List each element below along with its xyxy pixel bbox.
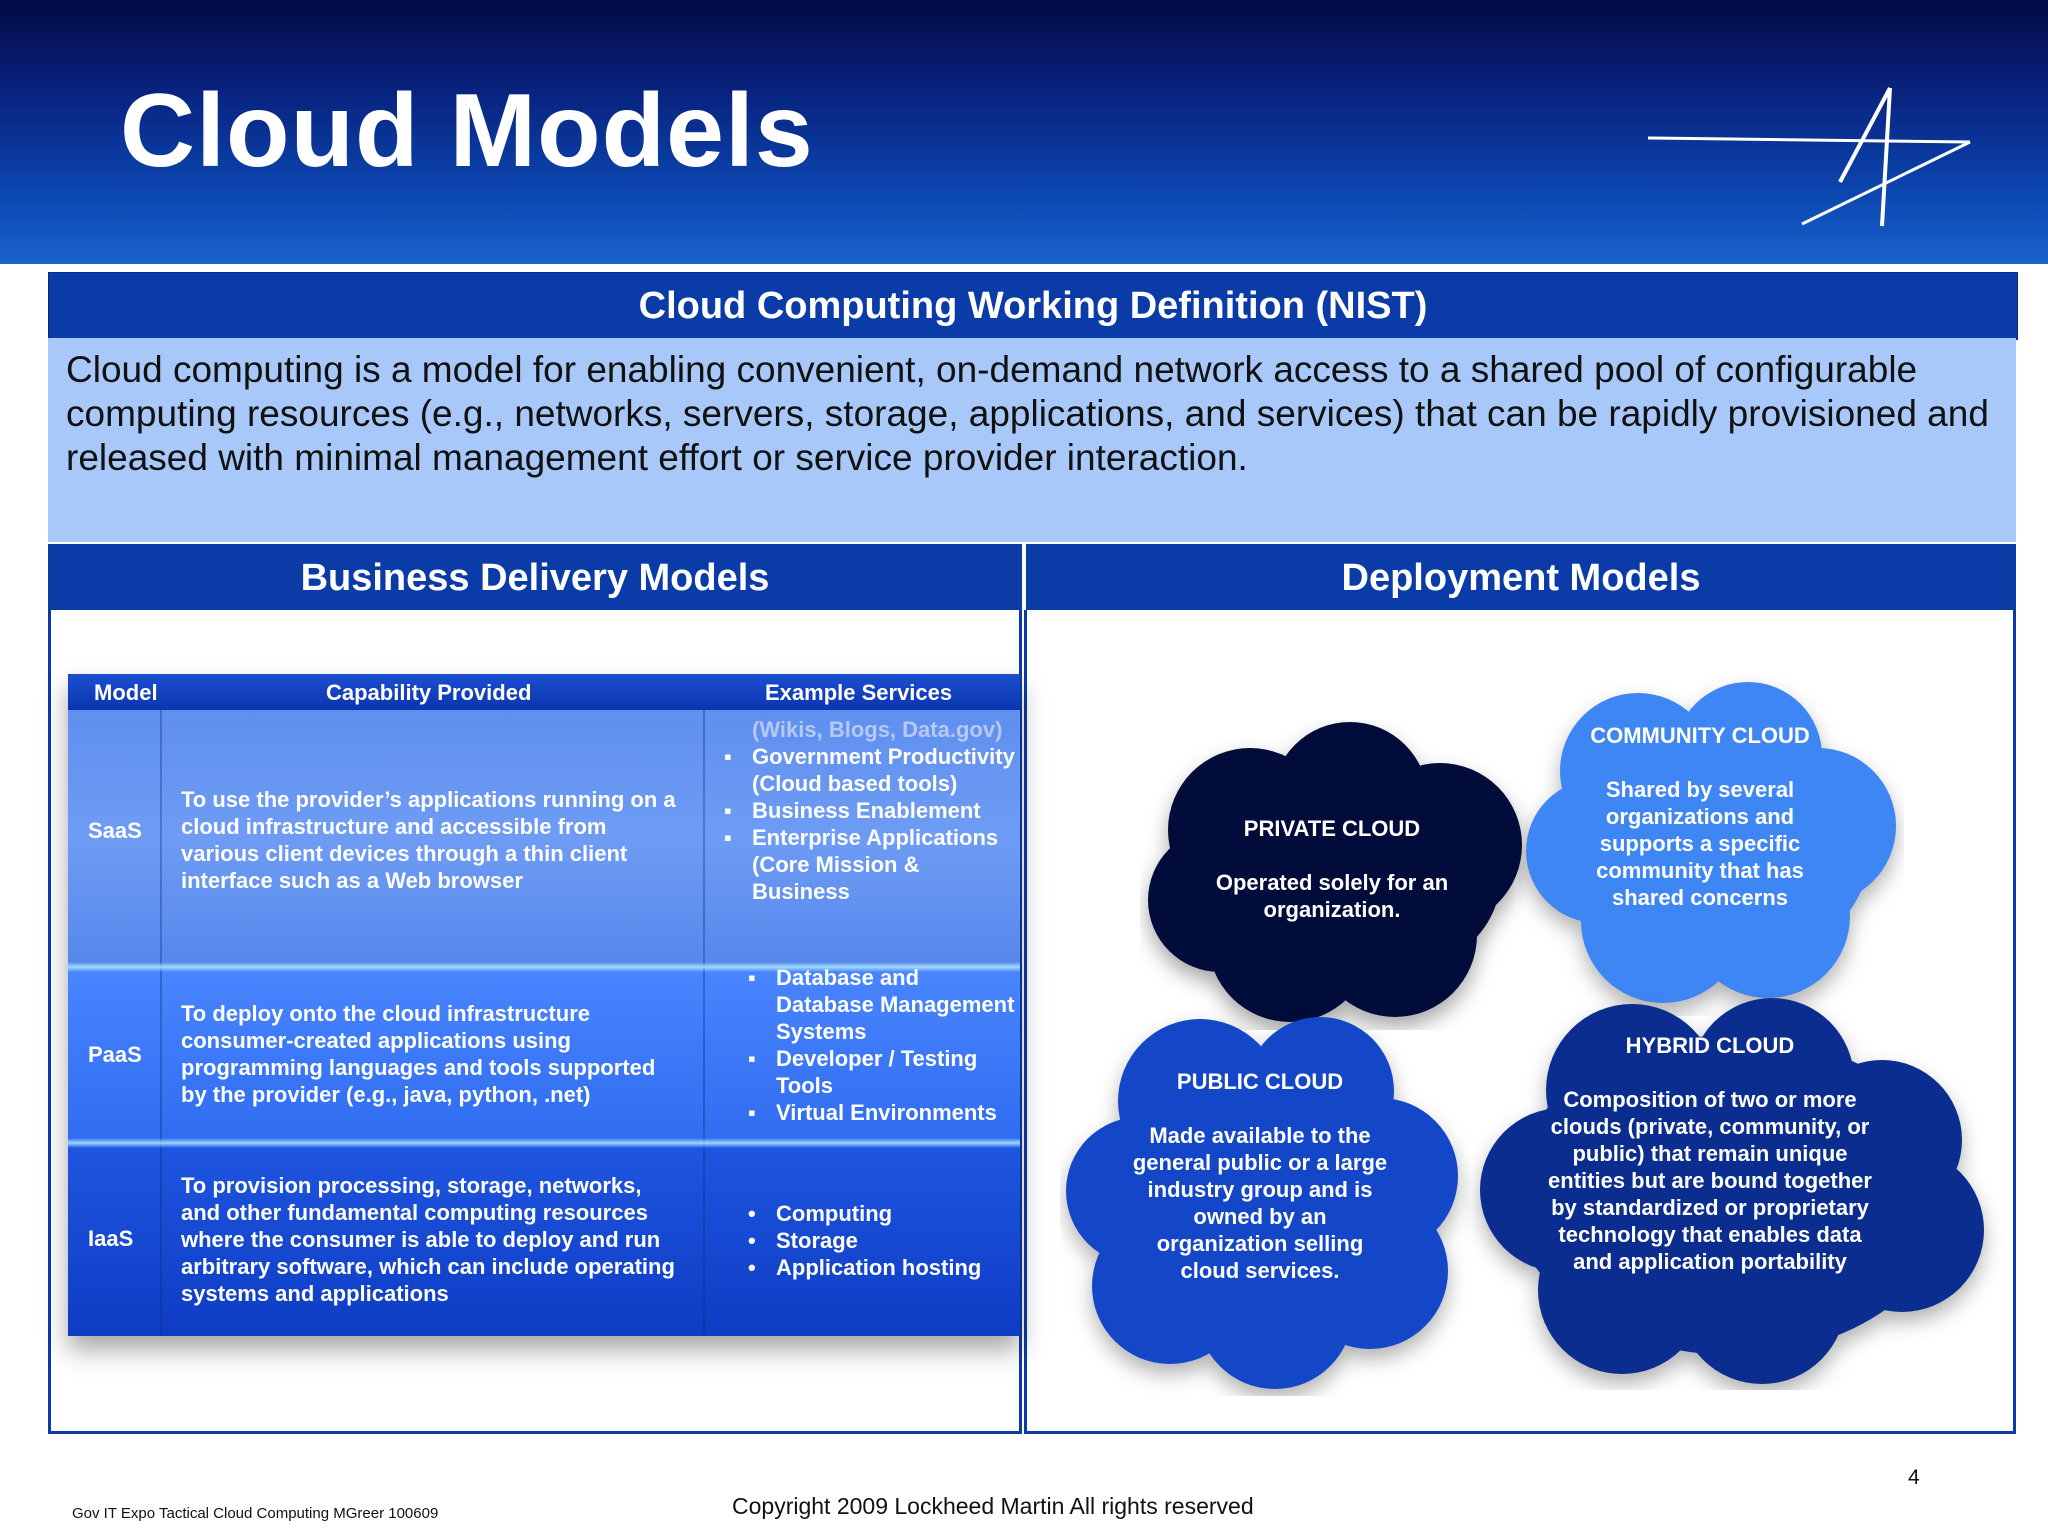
table-row-paas: PaaS To deploy onto the cloud infrastruc…: [68, 966, 1020, 1142]
list-item: ▪Business Enablement: [724, 798, 981, 823]
hybrid-cloud-text: HYBRID CLOUD Composition of two or more …: [1540, 1032, 1880, 1275]
column-header-capability: Capability Provided: [326, 680, 532, 705]
list-item: ▪Enterprise Applications (Core Mission &…: [724, 825, 999, 904]
column-header-model: Model: [94, 680, 158, 705]
community-cloud-text: COMMUNITY CLOUD Shared by several organi…: [1570, 722, 1830, 911]
table-row-iaas: IaaS To provision processing, storage, n…: [68, 1142, 1020, 1336]
capability-iaas: To provision processing, storage, networ…: [181, 1173, 675, 1306]
list-item: •Storage: [748, 1228, 858, 1253]
copyright-text: Copyright 2009 Lockheed Martin All right…: [732, 1493, 1254, 1519]
model-label-paas: PaaS: [88, 1042, 142, 1067]
private-cloud-text: PRIVATE CLOUD Operated solely for an org…: [1196, 815, 1468, 923]
deployment-models-heading: Deployment Models: [1026, 544, 2016, 610]
table-header: Model Capability Provided Example Servic…: [68, 674, 1020, 710]
public-cloud-shape: [1066, 1017, 1458, 1389]
column-header-examples: Example Services: [765, 680, 953, 705]
list-item: •Computing: [748, 1201, 893, 1226]
examples-iaas: •Computing •Storage •Application hosting: [748, 1200, 1016, 1281]
private-cloud-description: Operated solely for an organization.: [1215, 870, 1449, 922]
capability-saas: To use the provider’s applications runni…: [181, 787, 676, 893]
public-cloud-title: PUBLIC CLOUD: [1176, 1069, 1344, 1094]
community-cloud-title: COMMUNITY CLOUD: [1590, 723, 1810, 748]
title-banner: Cloud Models: [0, 0, 2048, 264]
community-cloud-description: Shared by several organizations and supp…: [1596, 777, 1804, 910]
list-item: ▪Developer / Testing Tools: [748, 1046, 978, 1098]
community-cloud-shape: [1526, 682, 1896, 1003]
nist-definition-text: Cloud computing is a model for enabling …: [66, 349, 1989, 478]
list-item: ▪Virtual Environments: [748, 1100, 997, 1125]
public-cloud-text: PUBLIC CLOUD Made available to the gener…: [1130, 1068, 1390, 1284]
delivery-models-table: Model Capability Provided Example Servic…: [68, 674, 1020, 1336]
nist-heading: Cloud Computing Working Definition (NIST…: [48, 272, 2018, 340]
nist-definition-box: Cloud computing is a model for enabling …: [48, 338, 2016, 544]
model-label-iaas: IaaS: [88, 1226, 134, 1251]
table-row-saas: SaaS To use the provider’s applications …: [68, 710, 1020, 966]
private-cloud-shape: [1148, 722, 1522, 1022]
public-cloud-description: Made available to the general public or …: [1132, 1123, 1388, 1283]
lockheed-star-logo-icon: [1647, 87, 1971, 227]
list-item: ▪Government Productivity (Cloud based to…: [724, 744, 1015, 796]
slide-title: Cloud Models: [120, 73, 814, 189]
capability-paas: To deploy onto the cloud infrastructure …: [181, 1001, 656, 1107]
examples-saas: (Wikis, Blogs, Data.gov) ▪Government Pro…: [724, 716, 1016, 905]
page-number: 4: [1908, 1466, 1920, 1489]
examples-saas-faded: (Wikis, Blogs, Data.gov): [752, 717, 1003, 742]
business-delivery-models-heading: Business Delivery Models: [48, 544, 1022, 610]
hybrid-cloud-shape: [1480, 998, 1984, 1384]
private-cloud-title: PRIVATE CLOUD: [1243, 816, 1421, 841]
footer-left-text: Gov IT Expo Tactical Cloud Computing MGr…: [72, 1505, 439, 1522]
examples-paas: ▪Database and Database Management System…: [748, 966, 1016, 1126]
list-item: •Application hosting: [748, 1255, 982, 1280]
model-label-saas: SaaS: [88, 818, 142, 843]
hybrid-cloud-title: HYBRID CLOUD: [1625, 1033, 1795, 1058]
list-item: ▪Database and Database Management System…: [748, 966, 1015, 1044]
hybrid-cloud-description: Composition of two or more clouds (priva…: [1548, 1087, 1872, 1274]
